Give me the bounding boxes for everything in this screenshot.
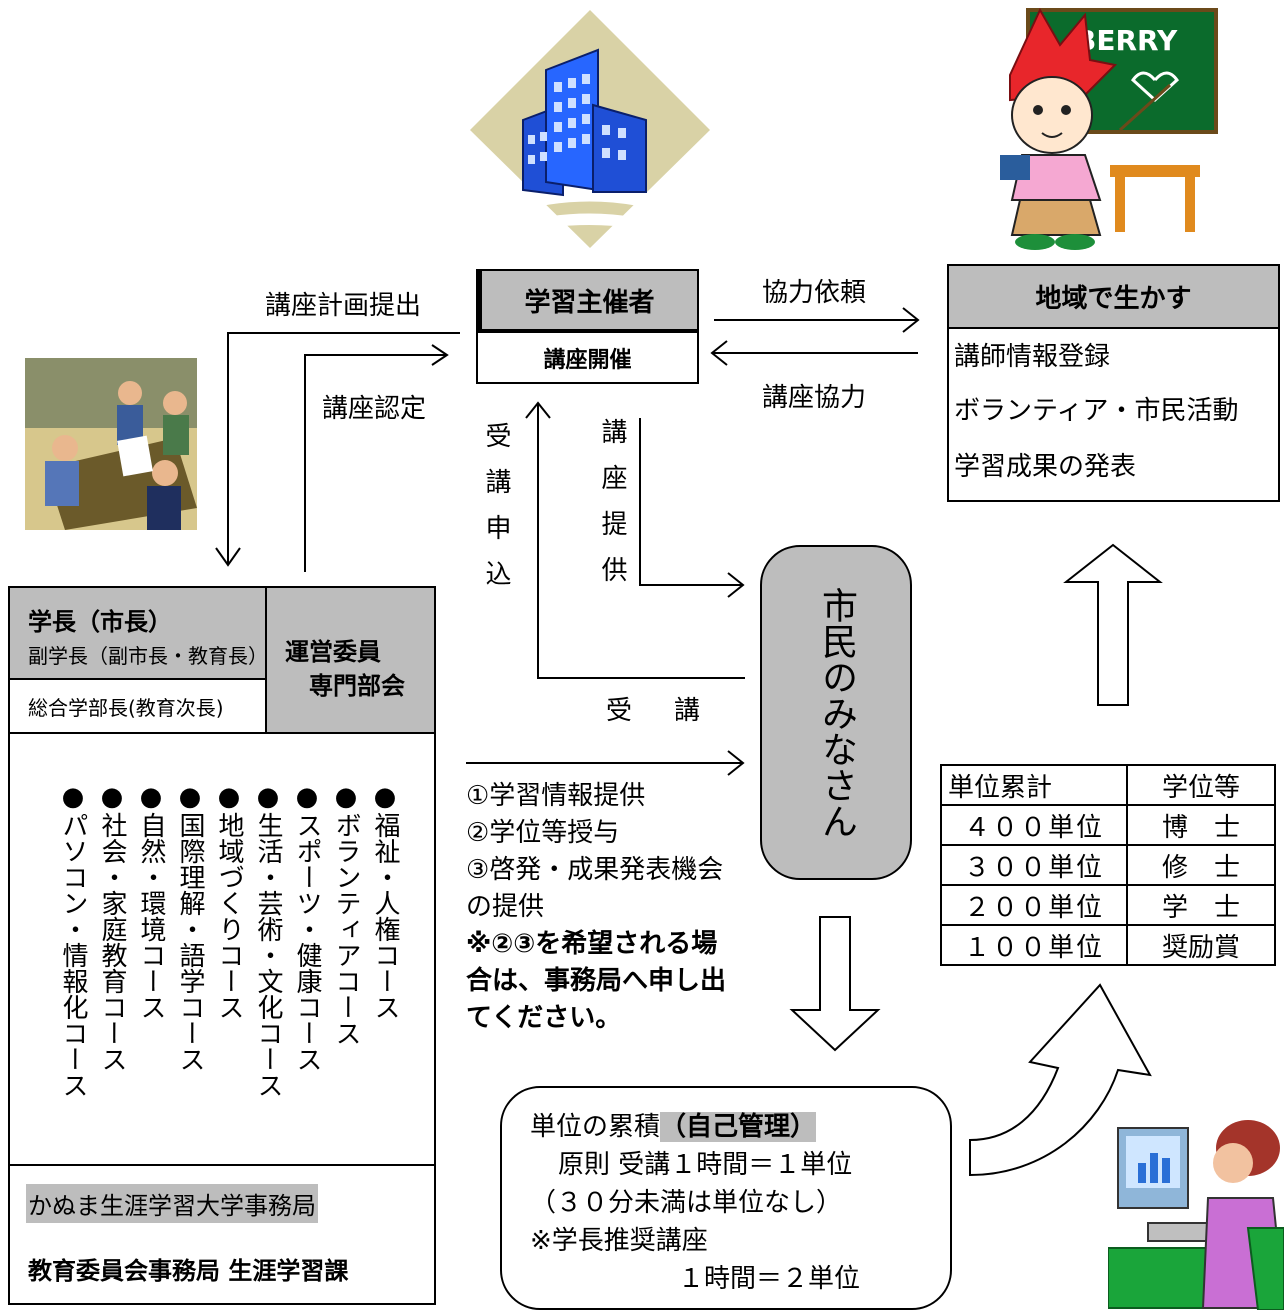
degree-table: 単位累計 学位等 ４００単位 博 士 ３００単位 修 士 ２００単位 学 士 １… [940,764,1276,966]
table-cell: ２００単位 [940,884,1128,926]
credits-rule: 原則 受講１時間＝１単位 [558,1150,853,1180]
table-cell: 修 士 [1126,844,1276,886]
service-item: ①学習情報提供 [466,781,646,811]
course-item: ●スポーツ・健康コース [292,782,322,1072]
committee-cell: 運営委員 専門部会 [267,588,434,732]
label-coop: 講座協力 [762,383,867,413]
community-title-text: 地域で生かす [1035,284,1192,314]
leadership-box: 学長（市長） 副学長（副市長・教育長） 総合学部長(教育次長) 運営委員 専門部… [8,586,436,734]
office-box: かぬま生涯学習大学事務局 教育委員会事務局 生涯学習課 [8,1164,436,1305]
label-attend: 受 講 [606,696,709,726]
credits-special: ※学長推奨講座 [530,1226,708,1256]
committee-line: 専門部会 [309,672,405,700]
course-item: ●ボランティアコース [331,782,361,1046]
dean: 総合学部長(教育次長) [28,695,224,720]
table-header: 学位等 [1126,764,1276,806]
course-item: ●国際理解・語学コース [175,782,205,1072]
table-cell: 博 士 [1126,804,1276,846]
service-item: ②学位等授与 [466,818,620,848]
label-plan-submit: 講座計画提出 [265,291,422,321]
mascot-teacher-illustration: BERRY [1000,7,1218,250]
courses-box: ●福祉・人権コース ●ボランティアコース ●スポーツ・健康コース ●生活・芸術・… [8,732,436,1166]
building-illustration [470,10,710,248]
services-list: ①学習情報提供 ②学位等授与 ③啓発・成果発表機会の提供 ※②③を希望される場合… [466,778,741,1037]
dean-cell: 総合学部長(教育次長) [10,680,267,732]
course-item: ●社会・家庭教育コース [97,782,127,1072]
meeting-illustration [25,358,197,530]
table-cell: ３００単位 [940,844,1128,886]
organizer-sub-box: 講座開催 [476,331,699,384]
president-cell: 学長（市長） 副学長（副市長・教育長） [10,588,268,680]
citizens-text: 市民のみなさん [816,586,857,839]
label-apply: 受講申込 [481,422,511,606]
office-name: かぬま生涯学習大学事務局 [26,1184,318,1223]
table-cell: １００単位 [940,924,1128,966]
course-item: ●地域づくりコース [214,782,244,1020]
service-item: ③啓発・成果発表機会の提供 [466,855,724,922]
credits-box: 単位の累積（自己管理） 原則 受講１時間＝１単位 （３０分未満は単位なし） ※学… [500,1086,952,1310]
credits-special-rule: １時間＝２単位 [678,1264,861,1294]
community-item: ボランティア・市民活動 [954,396,1239,426]
course-item: ●福祉・人権コース [370,782,400,1020]
credits-title: 単位の累積 [530,1112,661,1142]
president: 学長（市長） [28,608,172,636]
computer-user-illustration [1108,1120,1284,1310]
table-cell: ４００単位 [940,804,1128,846]
table-cell: 奨励賞 [1126,924,1276,966]
table-row: ３００単位 修 士 [940,844,1276,886]
table-row: １００単位 奨励賞 [940,924,1276,966]
table-header-row: 単位累計 学位等 [940,764,1276,806]
credits-title-line: 単位の累積（自己管理） [530,1106,817,1143]
table-row: ４００単位 博 士 [940,804,1276,846]
services-note: ※②③を希望される場合は、事務局へ申し出てください。 [466,929,727,1033]
community-item: 講師情報登録 [954,342,1111,372]
label-provide: 講座提供 [597,418,627,602]
credits-title-highlight: （自己管理） [660,1112,817,1142]
community-title: 地域で生かす [949,266,1278,329]
table-row: ２００単位 学 士 [940,884,1276,926]
course-item: ●生活・芸術・文化コース [253,782,283,1098]
organizer-title: 学習主催者 [524,287,655,318]
course-item: ●パソコン・情報化コース [58,782,88,1098]
committee-line: 運営委員 [285,638,381,666]
citizens-pill: 市民のみなさん [760,545,912,880]
office-dept: 教育委員会事務局 生涯学習課 [28,1257,349,1285]
organizer-title-box: 学習主催者 [476,269,699,331]
label-approval: 講座認定 [322,394,427,424]
table-cell: 学 士 [1126,884,1276,926]
community-item: 学習成果の発表 [954,452,1137,482]
organizer-sub: 講座開催 [543,347,632,373]
credits-rule-note: （３０分未満は単位なし） [530,1188,843,1218]
label-coop-request: 協力依頼 [762,278,867,308]
community-box: 地域で生かす 講師情報登録 ボランティア・市民活動 学習成果の発表 [947,264,1280,502]
chalkboard-text: BERRY [1075,24,1178,57]
vice-president: 副学長（副市長・教育長） [28,644,268,668]
table-header: 単位累計 [940,764,1128,806]
course-item: ●自然・環境コース [136,782,166,1020]
courses-columns: ●福祉・人権コース ●ボランティアコース ●スポーツ・健康コース ●生活・芸術・… [58,782,404,1098]
